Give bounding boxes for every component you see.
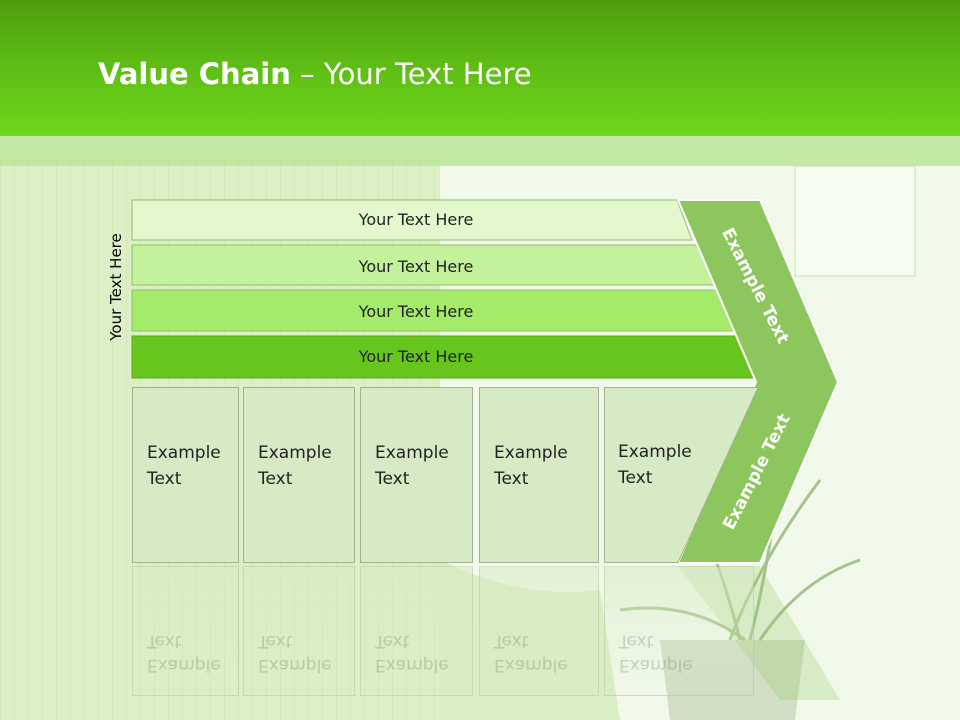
bar-1-label: Your Text Here bbox=[358, 210, 474, 229]
bar-1 bbox=[131, 199, 693, 241]
page-title: Value Chain – Your Text Here bbox=[98, 54, 532, 94]
title-rest: – Your Text Here bbox=[290, 57, 532, 91]
example-box-5-shape bbox=[604, 387, 759, 563]
title-bold: Value Chain bbox=[98, 57, 291, 91]
bar-2-label: Your Text Here bbox=[358, 257, 474, 276]
title-bar: Value Chain – Your Text Here bbox=[0, 0, 960, 136]
bar-3-label: Your Text Here bbox=[358, 302, 474, 321]
title-strip bbox=[0, 136, 960, 166]
bar-4-label: Your Text Here bbox=[358, 347, 474, 366]
